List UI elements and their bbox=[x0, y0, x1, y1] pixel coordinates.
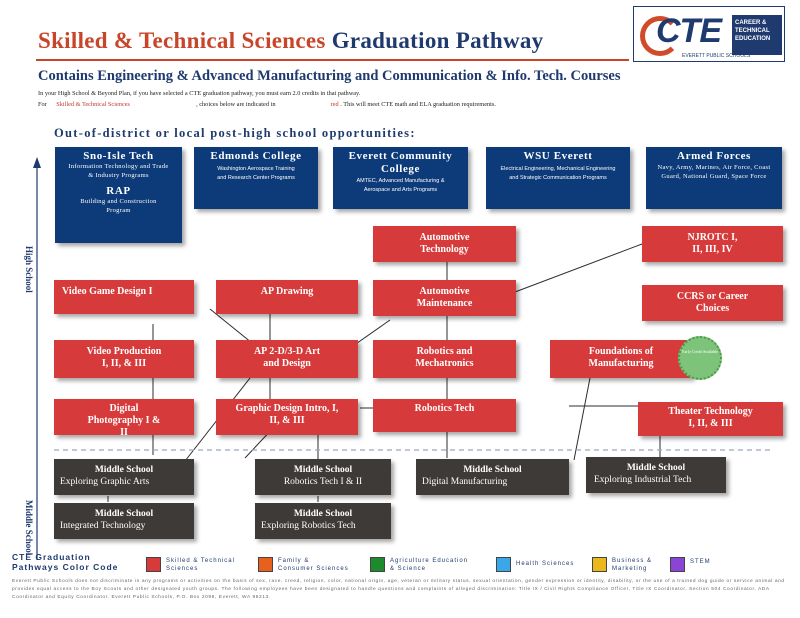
legend-swatch-skilled-technical bbox=[146, 557, 161, 572]
course-foundations-of-manufacturing: Foundations of Manufacturing bbox=[550, 340, 692, 378]
legend-label-family-consumer: Family &Consumer Sciences bbox=[278, 558, 349, 572]
course-ap-2d-3d: AP 2-D/3-D Art and Design bbox=[216, 340, 358, 378]
opportunity-wsu-everett: WSU Everett Electrical Engineering, Mech… bbox=[486, 147, 630, 209]
middle-school-label: Middle School bbox=[24, 500, 34, 556]
early-credit-badge: Early Credit Available bbox=[678, 336, 722, 380]
logo-swoosh-icon bbox=[640, 16, 680, 56]
legend-swatch-agriculture bbox=[370, 557, 385, 572]
course-robotics-mechatronics: Robotics and Mechatronics bbox=[373, 340, 516, 378]
title-divider bbox=[36, 59, 629, 61]
page-title: Skilled & Technical Sciences Graduation … bbox=[38, 28, 544, 53]
intro-text: In your High School & Beyond Plan, if yo… bbox=[38, 90, 496, 108]
course-video-game-design: Video Game Design I bbox=[54, 280, 194, 314]
course-ap-drawing: AP Drawing bbox=[216, 280, 358, 314]
middle-school-exploring-graphic-arts: Middle School Exploring Graphic Arts bbox=[54, 459, 194, 495]
middle-school-exploring-robotics-tech: Middle School Exploring Robotics Tech bbox=[255, 503, 391, 539]
legend-label-health-sciences: Health Sciences bbox=[516, 561, 575, 567]
cte-logo: CTE CAREER & TECHNICAL EDUCATION EVERETT… bbox=[633, 6, 785, 62]
high-school-label: High School bbox=[24, 246, 34, 293]
legend-swatch-family-consumer bbox=[258, 557, 273, 572]
course-automotive-technology: Automotive Technology bbox=[373, 226, 516, 262]
opportunities-heading: Out-of-district or local post-high schoo… bbox=[54, 126, 416, 140]
course-video-production: Video Production I, II, & III bbox=[54, 340, 194, 378]
legend-label-stem: STEM bbox=[690, 559, 711, 565]
opportunity-everett-community-college: Everett Community College AMTEC, Advance… bbox=[333, 147, 468, 209]
nondiscrimination-footer: Everett Public Schools does not discrimi… bbox=[12, 579, 785, 600]
course-automotive-maintenance: Automotive Maintenance bbox=[373, 280, 516, 316]
opportunity-edmonds-college: Edmonds College Washington Aerospace Tra… bbox=[194, 147, 318, 209]
opportunity-armed-forces: Armed Forces Navy, Army, Marines, Air Fo… bbox=[646, 147, 782, 209]
course-theater-technology: Theater Technology I, II, & III bbox=[638, 402, 783, 436]
course-graphic-design: Graphic Design Intro, I, II, & III bbox=[216, 399, 358, 435]
middle-school-digital-manufacturing: Middle School Digital Manufacturing bbox=[416, 459, 569, 495]
legend-label-business-marketing: Business &Marketing bbox=[612, 558, 653, 572]
page-subtitle: Contains Engineering & Advanced Manufact… bbox=[38, 68, 621, 84]
legend-swatch-stem bbox=[670, 557, 685, 572]
course-digital-photography: Digital Photography I & II bbox=[54, 399, 194, 438]
legend-title: CTE Graduation Pathways Color Code bbox=[12, 552, 119, 572]
legend-swatch-health-sciences bbox=[496, 557, 511, 572]
middle-school-integrated-technology: Middle School Integrated Technology bbox=[54, 503, 194, 539]
legend-swatch-business-marketing bbox=[592, 557, 607, 572]
course-robotics-tech: Robotics Tech bbox=[373, 399, 516, 432]
course-ccrs-or-career-choices: CCRS or Career Choices bbox=[642, 285, 783, 321]
legend-label-agriculture: Agriculture Education& Science bbox=[390, 558, 469, 572]
opportunity-sno-isle-tech: Sno-Isle Tech Information Technology and… bbox=[55, 147, 182, 243]
middle-school-robotics-tech: Middle School Robotics Tech I & II bbox=[255, 459, 391, 495]
middle-school-exploring-industrial-tech: Middle School Exploring Industrial Tech bbox=[586, 457, 726, 493]
course-njrotc: NJROTC I, II, III, IV bbox=[642, 226, 783, 262]
